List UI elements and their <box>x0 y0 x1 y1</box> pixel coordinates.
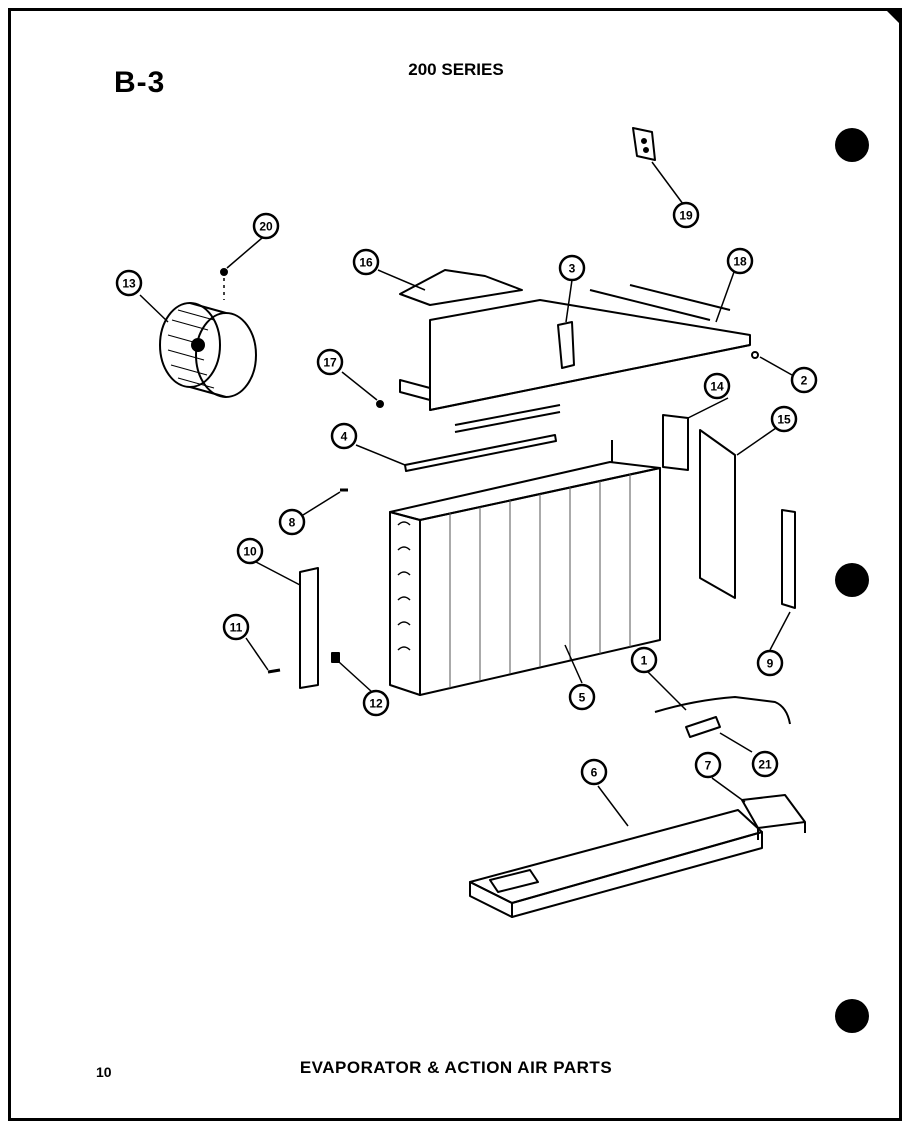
part-6-drain-pan <box>469 809 763 918</box>
callout-9: 9 <box>756 649 784 677</box>
svg-text:1: 1 <box>641 654 648 668</box>
callout-12: 12 <box>362 689 390 717</box>
part-1-drain-tube <box>654 696 791 725</box>
part-19-bracket <box>632 127 656 161</box>
svg-text:14: 14 <box>710 380 724 394</box>
svg-text:8: 8 <box>289 516 296 530</box>
diagram-caption: EVAPORATOR & ACTION AIR PARTS <box>299 1058 613 1077</box>
callout-6: 6 <box>580 758 608 786</box>
page-border <box>8 8 902 1121</box>
svg-text:4: 4 <box>341 430 348 444</box>
part-10-support <box>299 567 319 689</box>
callout-2: 2 <box>790 366 818 394</box>
callout-14: 14 <box>703 372 731 400</box>
callout-8: 8 <box>278 508 306 536</box>
callout-17: 17 <box>316 348 344 376</box>
callout-13: 13 <box>115 269 143 297</box>
series-title: 200 SERIES <box>408 60 504 79</box>
svg-text:12: 12 <box>369 697 383 711</box>
callout-1: 1 <box>630 646 658 674</box>
svg-text:19: 19 <box>679 209 693 223</box>
svg-text:21: 21 <box>758 758 772 772</box>
svg-text:16: 16 <box>359 256 373 270</box>
orifice-assembly <box>399 284 751 433</box>
callout-11: 11 <box>222 613 250 641</box>
part-7-bracket <box>741 794 806 840</box>
callout-10: 10 <box>236 537 264 565</box>
callout-4: 4 <box>330 422 358 450</box>
binder-hole-top <box>835 128 869 162</box>
part-12-clip <box>331 652 340 663</box>
part-21-tube <box>685 716 721 738</box>
svg-text:13: 13 <box>122 277 136 291</box>
callout-7: 7 <box>694 751 722 779</box>
callout-18: 18 <box>726 247 754 275</box>
callout-3: 3 <box>558 254 586 282</box>
svg-text:11: 11 <box>230 621 243 635</box>
section-label: B-3 <box>114 66 166 99</box>
binder-hole-middle <box>835 563 869 597</box>
svg-text:7: 7 <box>705 759 712 773</box>
svg-text:18: 18 <box>733 255 747 269</box>
page-number: 10 <box>96 1064 112 1080</box>
part-20-set-screw <box>220 268 228 276</box>
svg-text:9: 9 <box>767 657 774 671</box>
svg-text:2: 2 <box>801 374 808 388</box>
svg-text:6: 6 <box>591 766 598 780</box>
svg-text:20: 20 <box>259 220 273 234</box>
part-3-clip <box>557 321 575 369</box>
callout-5: 5 <box>568 683 596 711</box>
part-9-rail <box>781 509 796 609</box>
svg-text:17: 17 <box>323 356 337 370</box>
part-11-screw <box>267 668 281 674</box>
part-14-side-piece <box>662 414 689 471</box>
svg-text:3: 3 <box>569 262 576 276</box>
part-2-pin <box>751 351 759 359</box>
part-4-strip <box>404 434 557 472</box>
svg-text:10: 10 <box>243 545 257 559</box>
callout-15: 15 <box>770 405 798 433</box>
callout-16: 16 <box>352 248 380 276</box>
svg-text:5: 5 <box>579 691 586 705</box>
part-5-evaporator-coil <box>389 440 661 696</box>
part-15-side-bracket <box>699 429 736 599</box>
binder-hole-bottom <box>835 999 869 1033</box>
callout-19: 19 <box>672 201 700 229</box>
part-13-blower-wheel <box>159 302 257 398</box>
callout-21: 21 <box>751 750 779 778</box>
part-17-screw <box>376 400 384 408</box>
svg-text:15: 15 <box>777 413 791 427</box>
part-16-top-panel <box>399 269 523 306</box>
callout-20: 20 <box>252 212 280 240</box>
